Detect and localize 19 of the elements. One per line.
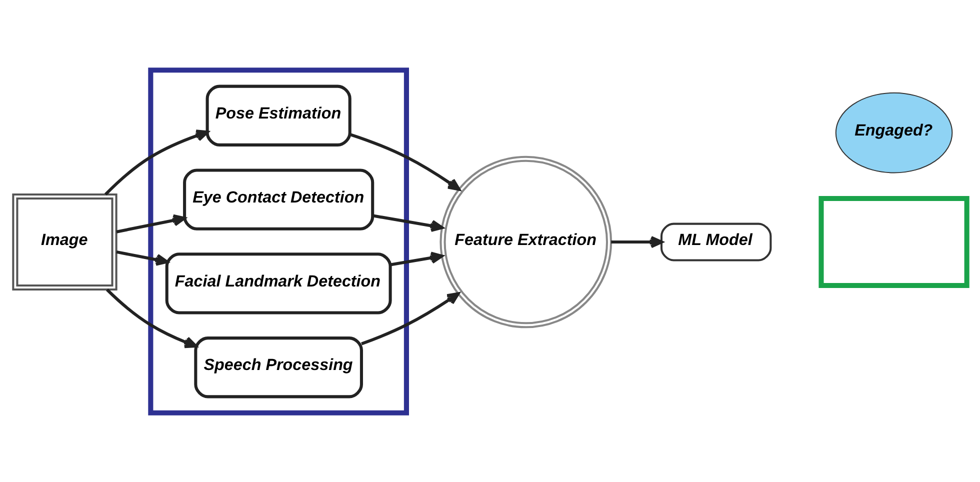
arrow <box>390 251 444 266</box>
node-box: Speech Processing <box>194 336 363 398</box>
arrow <box>372 214 444 232</box>
arrow <box>116 250 168 266</box>
cluster <box>148 67 409 415</box>
arrow <box>106 288 198 348</box>
node-box: Image <box>12 192 118 290</box>
node-ellipse: Engaged? <box>835 92 953 173</box>
arrow <box>349 132 460 190</box>
arrow <box>361 292 460 345</box>
arrow <box>116 214 186 233</box>
node-box: ML Model <box>660 222 772 261</box>
node-box: Facial Landmark Detection <box>165 252 392 314</box>
node-circle: Feature Extraction <box>440 155 612 328</box>
node-box: Pose Estimation <box>206 84 352 146</box>
arrow <box>104 129 209 196</box>
node-box: Eye Contact Detection <box>183 168 374 230</box>
node-box <box>818 196 970 288</box>
arrow <box>611 235 663 248</box>
